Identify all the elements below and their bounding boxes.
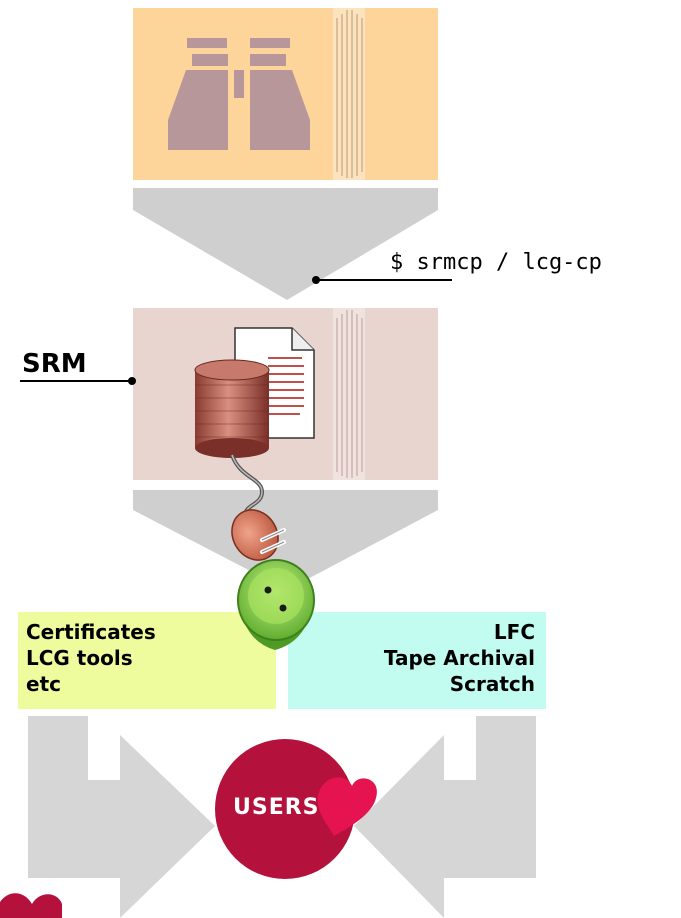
command-text: $ srmcp / lcg-cp bbox=[390, 250, 602, 275]
database-icon bbox=[194, 359, 270, 458]
left-box-text: Certificates LCG tools etc bbox=[26, 619, 271, 697]
binoculars-icon bbox=[168, 38, 310, 150]
srm-leader bbox=[20, 377, 136, 385]
flow-arrow-2 bbox=[133, 490, 438, 590]
socket-icon bbox=[237, 559, 315, 650]
right-box-line-2: Tape Archival bbox=[383, 646, 535, 670]
document-icon bbox=[234, 327, 315, 439]
left-box bbox=[18, 612, 276, 709]
command-leader bbox=[312, 276, 452, 284]
srm-label: SRM bbox=[22, 349, 87, 379]
left-box-line-2: LCG tools bbox=[26, 646, 133, 670]
right-box-line-3: Scratch bbox=[449, 672, 535, 696]
corner-decoration bbox=[0, 893, 62, 918]
bottom-arrows bbox=[28, 716, 536, 918]
right-box-line-1: LFC bbox=[493, 620, 535, 644]
right-box bbox=[288, 612, 546, 709]
left-box-line-3: etc bbox=[26, 672, 61, 696]
srm-panel bbox=[133, 308, 438, 480]
users-label: USERS bbox=[233, 795, 320, 820]
plug-icon bbox=[230, 454, 286, 561]
flow-arrow-1 bbox=[133, 188, 438, 300]
users-icon bbox=[215, 739, 377, 879]
right-box-text: LFC Tape Archival Scratch bbox=[292, 619, 535, 697]
top-panel bbox=[133, 8, 438, 180]
left-box-line-1: Certificates bbox=[26, 620, 156, 644]
